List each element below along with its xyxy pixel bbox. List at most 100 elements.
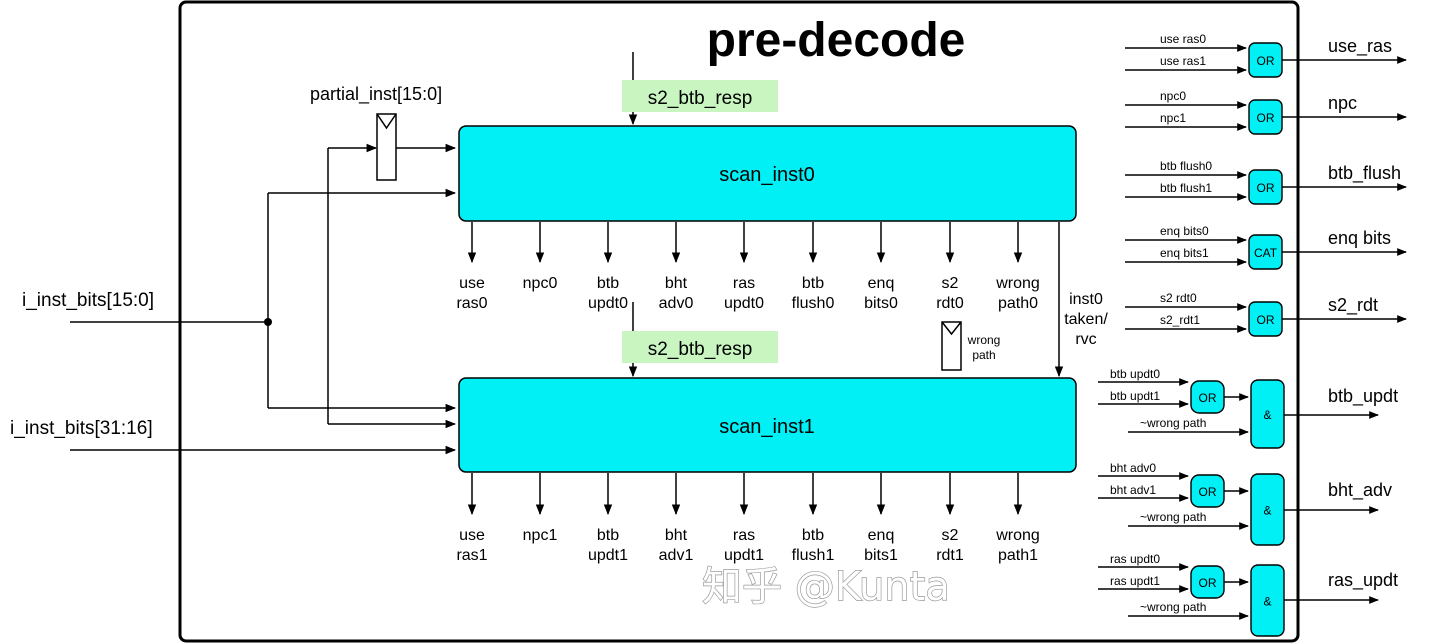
output-label: npc1 xyxy=(523,527,558,544)
output-label: bits0 xyxy=(864,295,898,312)
output-label: bits1 xyxy=(864,547,898,564)
output-label: updt0 xyxy=(588,295,628,312)
s2-btb-resp-label-1: s2_btb_resp xyxy=(622,331,778,363)
gate-input-label: bht adv1 xyxy=(1110,483,1156,497)
output-label: ras0 xyxy=(456,295,487,312)
partial-inst-register xyxy=(376,113,397,181)
gate-input-label: s2_rdt1 xyxy=(1160,313,1200,327)
s2-btb-resp-label-0: s2_btb_resp xyxy=(622,80,778,112)
gate-output-label: btb_updt xyxy=(1328,386,1398,407)
output-label: btb xyxy=(802,527,824,544)
gate-input-label: enq bits1 xyxy=(1160,246,1209,260)
scan-inst0-output-arrows xyxy=(467,222,1023,264)
output-label: btb xyxy=(597,527,619,544)
partial-inst-label: partial_inst[15:0] xyxy=(310,84,442,105)
output-label: adv1 xyxy=(659,547,694,564)
gate-output-label: use_ras xyxy=(1328,36,1392,57)
taken-label-line: inst0 xyxy=(1069,291,1103,308)
output-label: updt1 xyxy=(588,547,628,564)
watermark: 知乎 @Kunta xyxy=(702,564,950,610)
output-label: enq xyxy=(868,527,895,544)
output-label: ras xyxy=(733,275,755,292)
scan-inst1-output-arrows xyxy=(467,473,1023,516)
gate-output-label: bht_adv xyxy=(1328,480,1392,501)
gate-input-label: btb updt0 xyxy=(1110,367,1160,381)
output-label: enq xyxy=(868,275,895,292)
gate-output-label: ras_updt xyxy=(1328,570,1398,591)
output-label: ras1 xyxy=(456,547,487,564)
or-gate-label: OR xyxy=(1199,485,1217,499)
module-title: pre-decode xyxy=(707,14,966,67)
gate-input-label: btb flush1 xyxy=(1160,181,1212,195)
output-label: bht xyxy=(665,275,688,292)
output-label: updt1 xyxy=(724,547,764,564)
and-gate-label: & xyxy=(1263,595,1271,609)
gate-op-label: OR xyxy=(1257,54,1275,68)
output-label: rdt0 xyxy=(936,295,964,312)
scan-inst0-label: scan_inst0 xyxy=(719,164,815,186)
output-label: npc0 xyxy=(523,275,558,292)
wrong-path-reg-line2: path xyxy=(972,348,995,362)
wrong-path-register: wrong path xyxy=(941,321,1001,371)
taken-label-line: rvc xyxy=(1075,331,1096,348)
or-gate-label: OR xyxy=(1199,391,1217,405)
scan-inst0-block: scan_inst0 xyxy=(458,125,1077,222)
gate-input-label: s2 rdt0 xyxy=(1160,291,1197,305)
gate-input-label: bht adv0 xyxy=(1110,461,1156,475)
gate-input-label: ras updt1 xyxy=(1110,574,1160,588)
and-gate-box xyxy=(1250,379,1285,449)
gate-op-label: CAT xyxy=(1254,246,1278,260)
scan-inst1-block: scan_inst1 xyxy=(458,377,1077,473)
or-gate-label: OR xyxy=(1199,576,1217,590)
gate-npc: npc0 npc1 OR npc xyxy=(1125,89,1407,135)
mask-input-label: ~wrong path xyxy=(1140,416,1206,430)
inst0-taken-rvc-label: inst0 taken/rvc xyxy=(1064,291,1108,348)
gate-input-label: ras updt0 xyxy=(1110,552,1160,566)
output-label: s2 xyxy=(942,275,959,292)
gate-input-label: use ras0 xyxy=(1160,32,1206,46)
output-label: wrong xyxy=(995,527,1040,544)
output-label: use xyxy=(459,275,485,292)
output-label: path0 xyxy=(998,295,1038,312)
input-low-label: i_inst_bits[15:0] xyxy=(22,290,154,311)
wrong-path-reg-line1: wrong xyxy=(967,333,1001,347)
output-label: updt0 xyxy=(724,295,764,312)
output-label: s2 xyxy=(942,527,959,544)
resp-label-text: s2_btb_resp xyxy=(648,88,753,109)
gate-input-label: npc1 xyxy=(1160,111,1186,125)
output-label: path1 xyxy=(998,547,1038,564)
output-label: bht xyxy=(665,527,688,544)
masked-gate-btb-updt: btb updt0 btb updt1 OR ~wrong path & btb_updt xyxy=(1098,367,1398,449)
gate-op-label: OR xyxy=(1257,313,1275,327)
resp-label-text: s2_btb_resp xyxy=(648,339,753,360)
gate-input-label: npc0 xyxy=(1160,89,1186,103)
and-gate-label: & xyxy=(1263,504,1271,518)
masked-gate-ras-updt: ras updt0 ras updt1 OR ~wrong path & ras_updt xyxy=(1098,552,1398,637)
gate-op-label: OR xyxy=(1257,181,1275,195)
output-label: btb xyxy=(597,275,619,292)
mask-input-label: ~wrong path xyxy=(1140,600,1206,614)
output-label: ras xyxy=(733,527,755,544)
junction-dot xyxy=(264,318,272,326)
gate-input-label: enq bits0 xyxy=(1160,224,1209,238)
gate-output-label: btb_flush xyxy=(1328,163,1401,184)
gate-op-label: OR xyxy=(1257,111,1275,125)
output-label: flush0 xyxy=(792,295,835,312)
gate-output-label: enq bits xyxy=(1328,228,1391,248)
output-label: wrong xyxy=(995,275,1040,292)
and-gate-label: & xyxy=(1263,408,1271,422)
taken-label-line: taken/ xyxy=(1064,311,1108,328)
gate-enq-bits: enq bits0 enq bits1 CAT enq bits xyxy=(1125,224,1407,270)
output-label: adv0 xyxy=(659,295,694,312)
gate-output-label: npc xyxy=(1328,93,1357,113)
output-label: use xyxy=(459,527,485,544)
input-high-label: i_inst_bits[31:16] xyxy=(10,418,153,439)
gate-input-label: btb updt1 xyxy=(1110,389,1160,403)
